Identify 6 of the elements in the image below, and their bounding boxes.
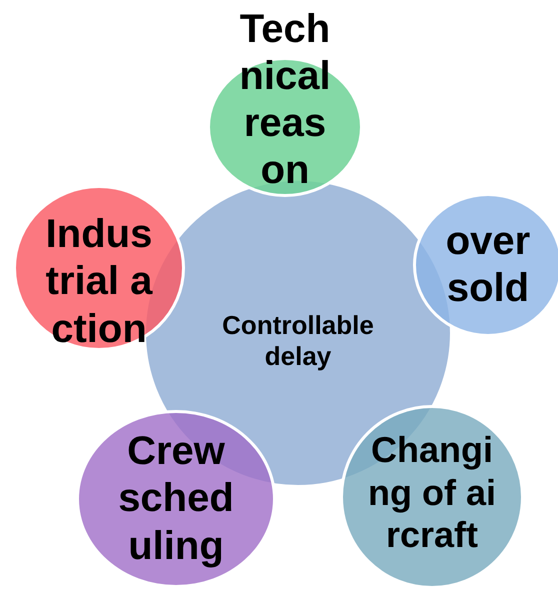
circle-label: Controllable delay — [221, 310, 375, 372]
circle-label: Technical reason — [238, 6, 332, 194]
circle-label: Changing of aircraft — [368, 429, 496, 557]
circle-label: Industrial action — [44, 211, 154, 353]
circle-label: Crew scheduling — [117, 428, 235, 570]
circle-label: oversold — [444, 218, 532, 312]
